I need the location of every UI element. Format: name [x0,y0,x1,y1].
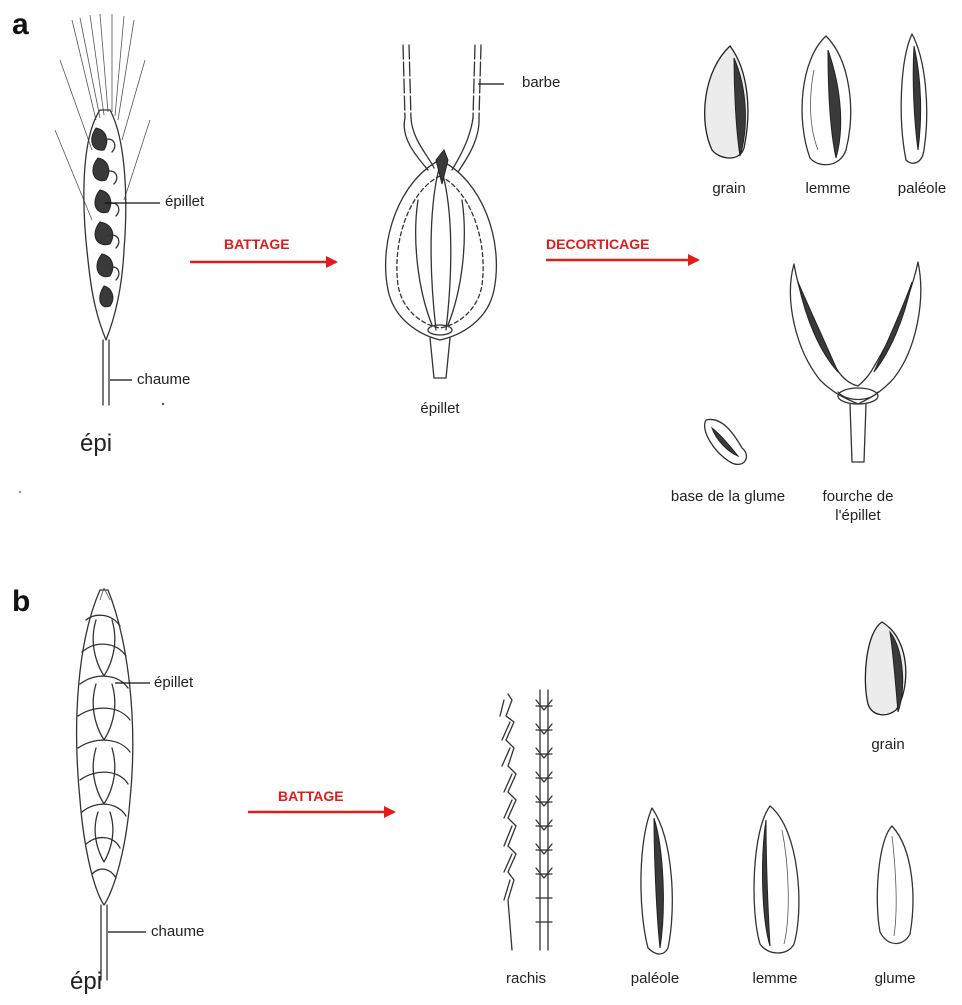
b-palea-label: paléole [631,970,679,989]
a-ear-drawing [55,14,150,405]
a-grain-drawing [705,46,748,158]
a-spikelet-label: épillet [420,400,459,419]
a-arrow-decorticage-label: DECORTICAGE [546,236,649,252]
a-spikelet-fork-drawing [790,262,920,462]
a-arrow-battage-label: BATTAGE [224,236,290,252]
a-ear-title: épi [80,430,112,458]
a-glume-base-label: base de la glume [668,488,788,507]
b-palea-drawing [641,808,672,954]
a-spikelet-awn-label: barbe [522,74,560,93]
b-rachis-drawing [500,690,552,950]
b-lemma-drawing [754,806,799,953]
b-glume-drawing [877,826,913,944]
b-grain-drawing [865,622,905,715]
b-glume-label: glume [875,970,916,989]
b-grain-label: grain [871,736,904,755]
a-spikelet-fork-label: fourche de l'épillet [803,488,913,526]
a-lemma-drawing [802,36,851,165]
b-arrow-battage-label: BATTAGE [278,788,344,804]
b-ear-title: épi [70,968,102,996]
a-ear-stem-label: chaume [137,371,190,390]
a-spikelet-drawing [386,45,497,378]
a-glume-base-drawing [705,419,747,464]
a-ear-spikelet-label: épillet [165,193,204,212]
a-lemma-label: lemme [805,180,850,199]
b-lemma-label: lemme [752,970,797,989]
b-ear-stem-label: chaume [151,923,204,942]
a-palea-drawing [901,34,927,163]
b-ear-spikelet-label: épillet [154,674,193,693]
b-rachis-label: rachis [506,970,546,989]
b-ear-drawing [77,588,133,980]
a-palea-label: paléole [898,180,946,199]
a-grain-label: grain [712,180,745,199]
